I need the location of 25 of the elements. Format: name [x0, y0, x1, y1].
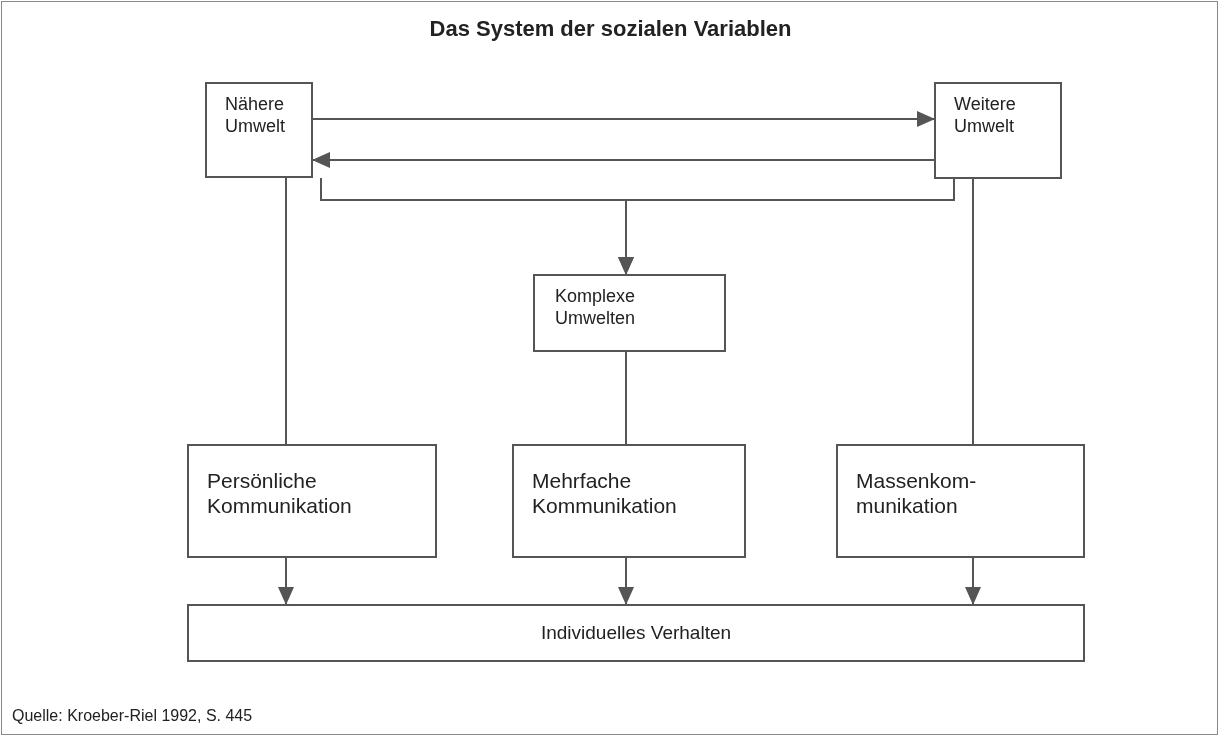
connector-line: [972, 178, 974, 445]
arrow: [312, 111, 935, 127]
process-box: [533, 274, 726, 352]
box-label: Persönliche Kommunikation: [207, 468, 353, 519]
box-label: Nähere Umwelt: [225, 94, 286, 138]
process-box: [836, 444, 1085, 558]
box-label: Individuelles Verhalten: [539, 622, 733, 645]
diagram-title: Das System der sozialen Variablen: [428, 16, 793, 42]
process-box: [187, 604, 1085, 662]
arrow: [312, 152, 935, 168]
arrow: [278, 557, 294, 605]
box-label: Komplexe Umwelten: [555, 286, 637, 330]
process-box: [512, 444, 746, 558]
connector-line: [625, 351, 627, 445]
box-label: Mehrfache Kommunikation: [532, 468, 678, 519]
arrow: [965, 557, 981, 605]
source-caption: Quelle: Kroeber-Riel 1992, S. 445: [12, 707, 253, 725]
process-box: [205, 82, 313, 178]
arrow: [618, 178, 955, 275]
process-box: [187, 444, 437, 558]
box-label: Massenkom- munikation: [856, 468, 978, 519]
connector-line: [285, 177, 287, 445]
arrow: [618, 557, 634, 605]
process-box: [934, 82, 1062, 179]
box-label: Weitere Umwelt: [954, 94, 1017, 138]
